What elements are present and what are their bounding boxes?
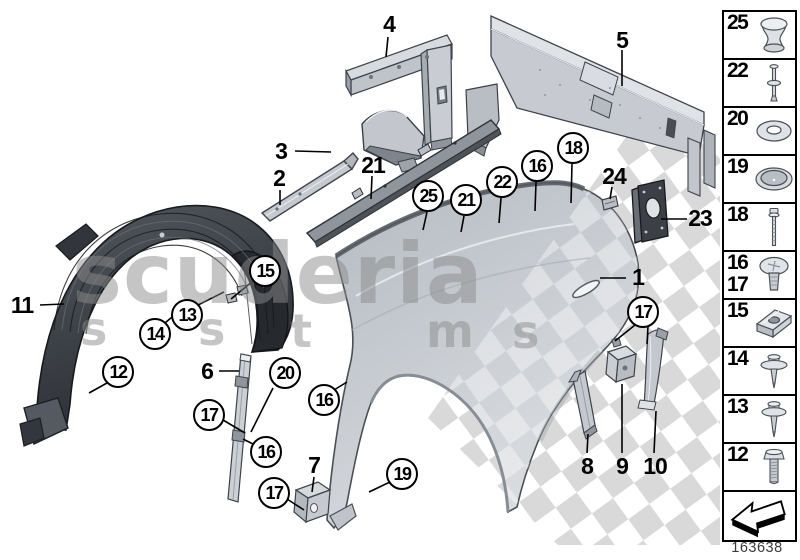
part-6-pillar-strip (227, 353, 252, 503)
callout-6[interactable]: 6 (201, 358, 214, 384)
callout-25-circled[interactable]: 25 (412, 180, 444, 212)
stud-bolt-icon (768, 207, 780, 247)
callout-24[interactable]: 24 (602, 163, 627, 189)
callout-19-circled[interactable]: 19 (386, 458, 418, 490)
callout-16-circled[interactable]: 16 (250, 436, 282, 468)
part-3-corner-gusset (361, 109, 425, 173)
legend-ref: 22 (727, 59, 749, 82)
legend-ref: 13 (727, 395, 749, 418)
callout-15-circled[interactable]: 15 (249, 255, 281, 287)
clip-nut-icon (755, 309, 793, 339)
diagram-code: 163638 (731, 540, 783, 556)
part-4-support-bracket (345, 34, 453, 151)
part-2-side-strip (260, 151, 359, 222)
callout-10[interactable]: 10 (643, 453, 668, 479)
legend-ref: 15 (727, 299, 749, 322)
part-10-closing-panel (637, 327, 669, 411)
legend-cell-15[interactable]: 15 (724, 299, 795, 348)
callout-9[interactable]: 9 (616, 453, 629, 479)
legend-cell-back-arrow[interactable] (724, 492, 795, 540)
callout-23[interactable]: 23 (688, 205, 713, 231)
part-5-rear-panel (490, 14, 716, 197)
callout-17-circled[interactable]: 17 (193, 399, 225, 431)
part-23-lock-plate (631, 179, 669, 244)
callout-21-circled[interactable]: 21 (450, 184, 482, 216)
part-8-closing-strip (568, 369, 598, 440)
callout-11[interactable]: 11 (10, 292, 34, 318)
legend-cell-14[interactable]: 14 (724, 347, 795, 396)
legend-cell-20[interactable]: 20 (724, 107, 795, 156)
callout-4[interactable]: 4 (383, 11, 396, 37)
callout-17-circled[interactable]: 17 (627, 296, 659, 328)
legend-ref: 12 (727, 443, 749, 466)
callout-5[interactable]: 5 (616, 27, 629, 53)
callout-16-circled[interactable]: 16 (521, 150, 553, 182)
callout-7[interactable]: 7 (308, 452, 321, 478)
legend-ref: 20 (727, 107, 749, 130)
legend-cell-13[interactable]: 13 (724, 395, 795, 444)
svg-text:s: s (80, 302, 107, 356)
hex-bolt-icon (763, 448, 785, 485)
svg-text:t: t (290, 304, 312, 358)
legend-cell-16-17[interactable]: 16 17 (724, 251, 795, 300)
callout-22-circled[interactable]: 22 (486, 166, 518, 198)
callout-1[interactable]: 1 (632, 264, 645, 290)
fastener-legend: 25 22 20 19 (722, 10, 797, 542)
callout-16-circled[interactable]: 16 (308, 384, 340, 416)
legend-cell-12[interactable]: 12 (724, 443, 795, 492)
cover-cap-icon (755, 167, 793, 191)
callout-14-circled[interactable]: 14 (139, 318, 171, 350)
callout-8[interactable]: 8 (581, 453, 594, 479)
legend-cell-25[interactable]: 25 (724, 11, 795, 60)
legend-cell-22[interactable]: 22 (724, 59, 795, 108)
legend-ref: 14 (727, 347, 749, 370)
back-arrow-icon (730, 500, 786, 538)
svg-text:s: s (512, 305, 539, 359)
screw-with-washer-icon (761, 401, 787, 438)
callout-21[interactable]: 21 (361, 152, 386, 178)
callout-3[interactable]: 3 (275, 138, 288, 164)
part-24-clip (601, 195, 619, 211)
buffer-knob-icon (760, 17, 788, 53)
legend-ref: 16 (727, 251, 749, 274)
legend-cell-19[interactable]: 19 (724, 155, 795, 204)
callout-18-circled[interactable]: 18 (557, 132, 589, 164)
callout-12-circled[interactable]: 12 (102, 356, 134, 388)
panel-vent-slot (572, 279, 600, 299)
callout-20-circled[interactable]: 20 (269, 357, 301, 389)
legend-ref: 17 (727, 273, 749, 296)
callout-17-circled[interactable]: 17 (258, 477, 290, 509)
svg-text:m: m (426, 304, 474, 358)
washer-head-screw-icon (759, 256, 789, 291)
callout-2[interactable]: 2 (273, 165, 286, 191)
legend-cell-18[interactable]: 18 (724, 203, 795, 252)
part-21-mounting-rail (305, 119, 502, 248)
legend-ref: 25 (727, 11, 749, 34)
legend-ref: 19 (727, 155, 749, 178)
part-9-small-bracket (605, 337, 638, 384)
callout-13-circled[interactable]: 13 (171, 299, 203, 331)
screw-with-washer-icon (760, 354, 788, 389)
washer-icon (756, 120, 792, 142)
expanding-rivet-icon (766, 64, 782, 102)
legend-ref: 18 (727, 203, 749, 226)
